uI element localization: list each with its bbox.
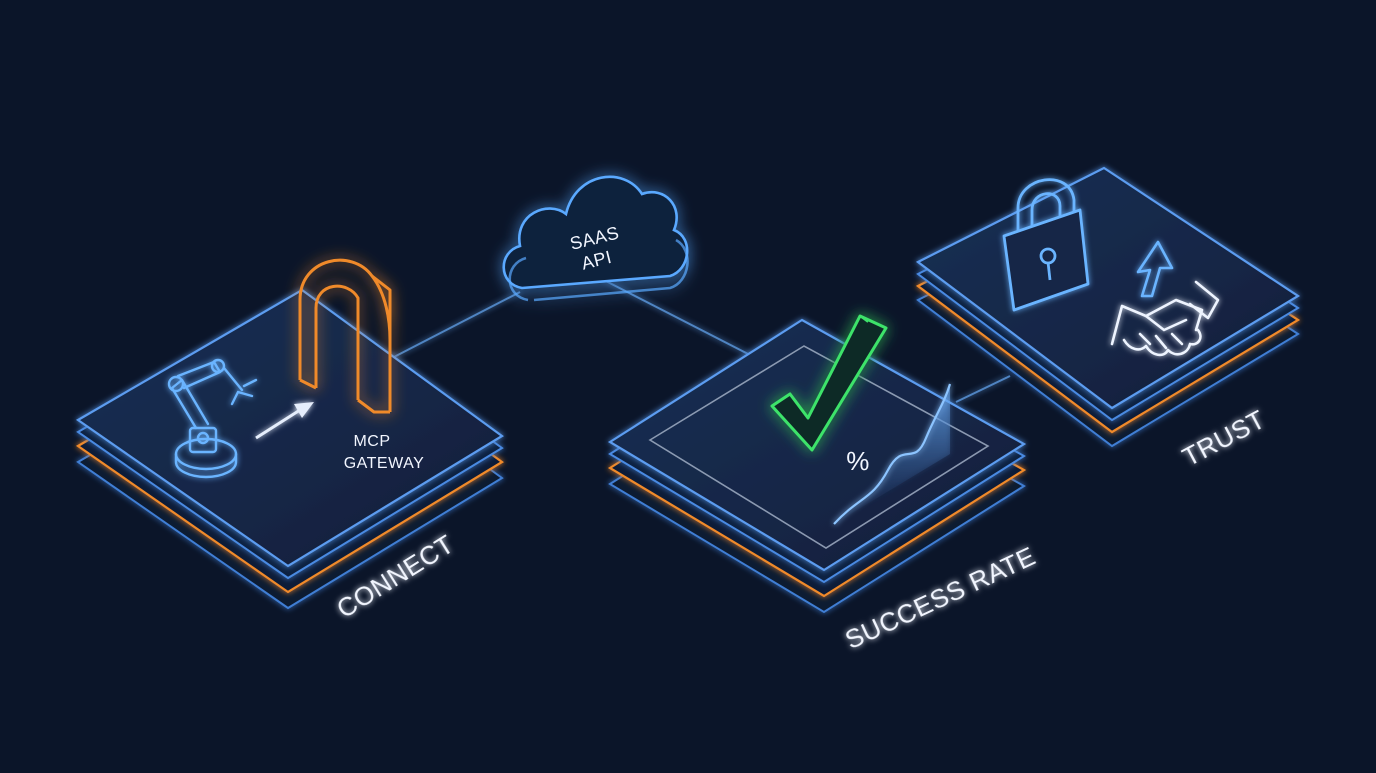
area-chart-icon	[833, 383, 952, 525]
connector-success-trust	[955, 375, 1011, 403]
trust-label: TRUST	[1177, 404, 1270, 472]
handshake-icon	[1110, 280, 1220, 357]
success-platform-top	[607, 318, 1027, 572]
padlock-icon	[1002, 178, 1090, 312]
gateway-label-line2: GATEWAY	[344, 455, 425, 472]
saas-cloud-node: SAAS API	[502, 175, 689, 302]
arrow-icon	[255, 402, 314, 440]
cloud-icon	[502, 175, 689, 302]
connect-platform-top	[75, 288, 504, 568]
connector-gateway-cloud	[391, 291, 521, 359]
gateway-arch-icon	[298, 258, 392, 414]
up-arrow-icon	[1136, 240, 1174, 298]
trust-platform-top	[915, 166, 1301, 410]
gateway-label-line1: MCP	[353, 433, 390, 450]
checkmark-icon	[770, 314, 888, 452]
success-platform-inner-frame	[648, 345, 990, 549]
success-platform: % SUCCESS RATE	[607, 314, 1040, 655]
robot-arm-icon	[167, 358, 258, 479]
connector-cloud-success	[599, 277, 753, 357]
percent-symbol: %	[846, 446, 870, 476]
connect-platform: MCP GATEWAY CONNECT	[75, 258, 504, 624]
